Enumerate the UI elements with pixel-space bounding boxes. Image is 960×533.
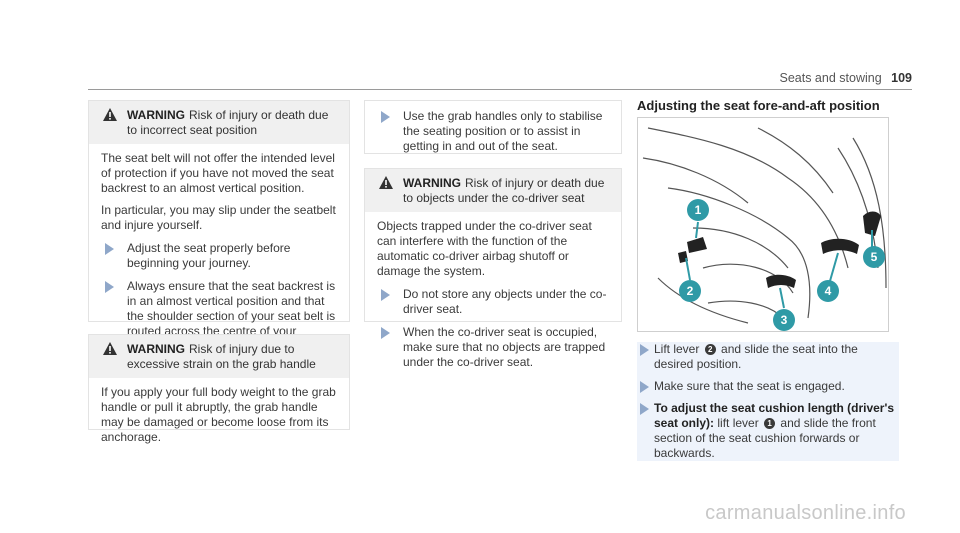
callout-3: 3 bbox=[781, 313, 788, 327]
step-text: Lift lever bbox=[654, 342, 700, 356]
callout-4: 4 bbox=[825, 284, 832, 298]
step-arrow-icon bbox=[640, 344, 649, 356]
step-arrow-icon bbox=[640, 403, 649, 415]
section-title: Adjusting the seat fore-and-aft position bbox=[637, 98, 880, 113]
step-text: Adjust the seat properly before beginnin… bbox=[127, 241, 291, 270]
warning-paragraph: In particular, you may slip under the se… bbox=[101, 203, 336, 232]
seat-adjustment-illustration: 1 2 3 4 5 bbox=[637, 117, 889, 332]
step-arrow-icon bbox=[640, 381, 649, 393]
running-header: Seats and stowing 109 bbox=[780, 71, 913, 85]
watermark: carmanualsonline.info bbox=[705, 502, 906, 524]
warning-title: Risk of injury due to excessive strain o… bbox=[127, 342, 316, 371]
warning-title: Risk of injury or death due to objects u… bbox=[403, 176, 605, 205]
note-step: Use the grab handles only to stabilise t… bbox=[377, 109, 611, 154]
instruction-step: Lift lever 2 and slide the seat into the… bbox=[637, 342, 899, 372]
step-arrow-icon bbox=[381, 111, 390, 123]
warning-label: WARNING bbox=[127, 342, 185, 356]
warning-step: Do not store any objects under the co-dr… bbox=[377, 287, 611, 317]
warning-step: Adjust the seat properly before beginnin… bbox=[101, 241, 339, 271]
callout-5: 5 bbox=[871, 250, 878, 264]
warning-paragraph: Objects trapped under the co-driver seat… bbox=[377, 219, 592, 278]
warning-icon bbox=[103, 108, 117, 121]
callout-markers bbox=[679, 199, 885, 331]
instruction-steps: Lift lever 2 and slide the seat into the… bbox=[637, 342, 899, 461]
lever-2-marker: 2 bbox=[704, 344, 716, 355]
warning-paragraph: The seat belt will not offer the intende… bbox=[101, 151, 335, 195]
header-rule bbox=[88, 89, 912, 90]
callout-2: 2 bbox=[687, 284, 694, 298]
step-arrow-icon bbox=[381, 289, 390, 301]
step-text: Use the grab handles only to stabilise t… bbox=[403, 109, 603, 153]
instruction-step: Make sure that the seat is engaged. bbox=[637, 379, 899, 394]
step-heading: To adjust the seat cushion length (drive… bbox=[654, 401, 894, 430]
seat-drawing: 1 2 3 4 5 bbox=[642, 127, 887, 331]
warning-label: WARNING bbox=[127, 108, 185, 122]
lever-1-marker: 1 bbox=[764, 418, 776, 429]
warning-body: If you apply your full body weight to th… bbox=[101, 385, 336, 444]
step-text: and slide the seat into the desired posi… bbox=[654, 342, 858, 371]
step-arrow-icon bbox=[105, 243, 114, 255]
instruction-step: To adjust the seat cushion length (drive… bbox=[637, 401, 899, 461]
callout-1: 1 bbox=[695, 203, 702, 217]
note-body: Use the grab handles only to stabilise t… bbox=[365, 101, 621, 164]
step-text: lift lever bbox=[717, 416, 759, 430]
step-arrow-icon bbox=[105, 281, 114, 293]
grab-handle-note: Use the grab handles only to stabilise t… bbox=[364, 100, 622, 154]
step-text: Make sure that the seat is engaged. bbox=[654, 379, 845, 393]
header-section: Seats and stowing bbox=[779, 71, 882, 85]
warning-icon bbox=[103, 342, 117, 355]
warning-body: Objects trapped under the co-driver seat… bbox=[365, 212, 621, 384]
step-text: When the co-driver seat is occupied, mak… bbox=[403, 325, 606, 369]
page-number: 109 bbox=[891, 71, 912, 85]
warning-step: When the co-driver seat is occupied, mak… bbox=[377, 325, 611, 370]
warning-title: Risk of injury or death due to incorrect… bbox=[127, 108, 329, 137]
step-arrow-icon bbox=[381, 327, 390, 339]
step-text: and slide the front section of the seat … bbox=[654, 416, 876, 460]
step-text: Do not store any objects under the co-dr… bbox=[403, 287, 607, 316]
warning-icon bbox=[379, 176, 393, 189]
warning-label: WARNING bbox=[403, 176, 461, 190]
